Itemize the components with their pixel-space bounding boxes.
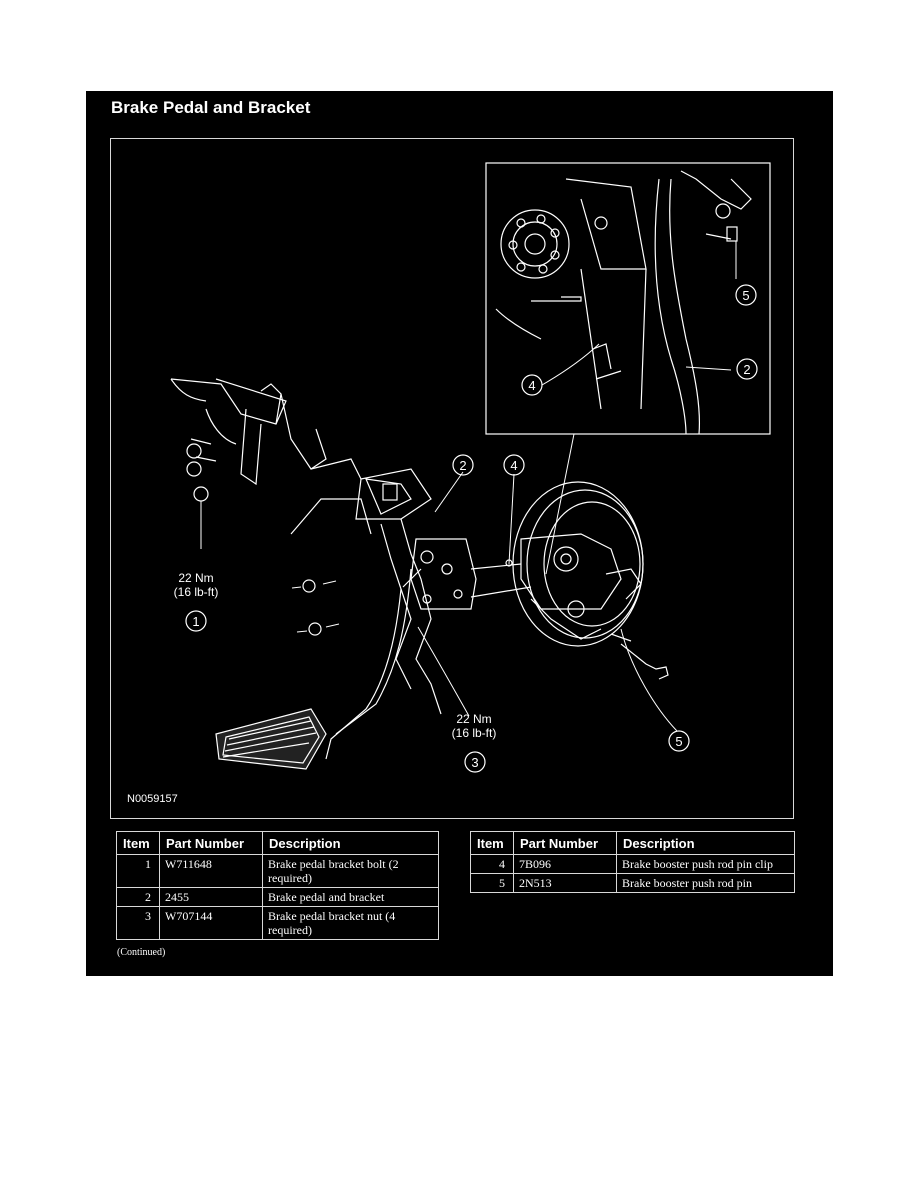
- callout-circle-2-inset: [736, 358, 758, 380]
- table-header-row: Item Part Number Description: [470, 831, 795, 855]
- callout-label-3: 3: [471, 755, 478, 770]
- item-cell: 3: [116, 906, 160, 940]
- callout-circle-4-inset: [521, 374, 543, 396]
- continued-note: (Continued): [117, 947, 166, 958]
- brake-pedal-illustration: 1 2 3 4 5 2 4 5 22 Nm (16 lb-ft) 22 Nm (…: [170, 162, 771, 773]
- callout-label-4: 4: [510, 458, 517, 473]
- parts-table-left: Item Part Number Description 1 W711648 B…: [116, 831, 439, 940]
- part-number-cell: 2455: [159, 887, 263, 907]
- header-part-number: Part Number: [513, 831, 617, 855]
- table-row: 2 2455 Brake pedal and bracket: [116, 887, 439, 907]
- callout-circle-1: [185, 610, 207, 632]
- item-cell: 2: [116, 887, 160, 907]
- header-item: Item: [116, 831, 160, 855]
- table-header-row: Item Part Number Description: [116, 831, 439, 855]
- parts-table-right: Item Part Number Description 4 7B096 Bra…: [470, 831, 795, 893]
- table-row: 3 W707144 Brake pedal bracket nut (4 req…: [116, 906, 439, 940]
- callout-label-4-inset: 4: [528, 378, 535, 393]
- torque-left-nm: 22 Nm: [178, 571, 213, 585]
- description-cell: Brake pedal and bracket: [262, 887, 439, 907]
- callout-label-5: 5: [675, 734, 682, 749]
- callout-label-2: 2: [459, 458, 466, 473]
- header-description: Description: [616, 831, 795, 855]
- callout-circle-4: [503, 454, 525, 476]
- table-row: 1 W711648 Brake pedal bracket bolt (2 re…: [116, 854, 439, 888]
- table-row: 4 7B096 Brake booster push rod pin clip: [470, 854, 795, 874]
- torque-right-nm: 22 Nm: [456, 712, 491, 726]
- table-row: 5 2N513 Brake booster push rod pin: [470, 873, 795, 893]
- callout-label-2-inset: 2: [743, 362, 750, 377]
- callout-circle-5-inset: [735, 284, 757, 306]
- callout-label-1: 1: [192, 614, 199, 629]
- torque-left-lbft: (16 lb-ft): [174, 585, 219, 599]
- page-title: Brake Pedal and Bracket: [111, 98, 311, 117]
- detail-inset: [485, 162, 771, 435]
- callout-label-5-inset: 5: [742, 288, 749, 303]
- header-item: Item: [470, 831, 514, 855]
- callout-circle-2: [452, 454, 474, 476]
- callout-circle-5: [668, 730, 690, 752]
- item-cell: 4: [470, 854, 514, 874]
- description-cell: Brake booster push rod pin: [616, 873, 795, 893]
- header-description: Description: [262, 831, 439, 855]
- description-cell: Brake pedal bracket nut (4 required): [262, 906, 439, 940]
- figure-frame: 1 2 3 4 5 2 4 5 22 Nm (16 lb-ft) 22 Nm (…: [110, 138, 794, 819]
- torque-right-lbft: (16 lb-ft): [452, 726, 497, 740]
- header-part-number: Part Number: [159, 831, 263, 855]
- callout-circle-3: [464, 751, 486, 773]
- part-number-cell: W711648: [159, 854, 263, 888]
- item-cell: 1: [116, 854, 160, 888]
- part-number-cell: 2N513: [513, 873, 617, 893]
- description-cell: Brake pedal bracket bolt (2 required): [262, 854, 439, 888]
- part-number-cell: 7B096: [513, 854, 617, 874]
- document-panel: Brake Pedal and Bracket: [86, 91, 833, 976]
- part-number-cell: W707144: [159, 906, 263, 940]
- item-cell: 5: [470, 873, 514, 893]
- description-cell: Brake booster push rod pin clip: [616, 854, 795, 874]
- figure-id: N0059157: [127, 793, 178, 805]
